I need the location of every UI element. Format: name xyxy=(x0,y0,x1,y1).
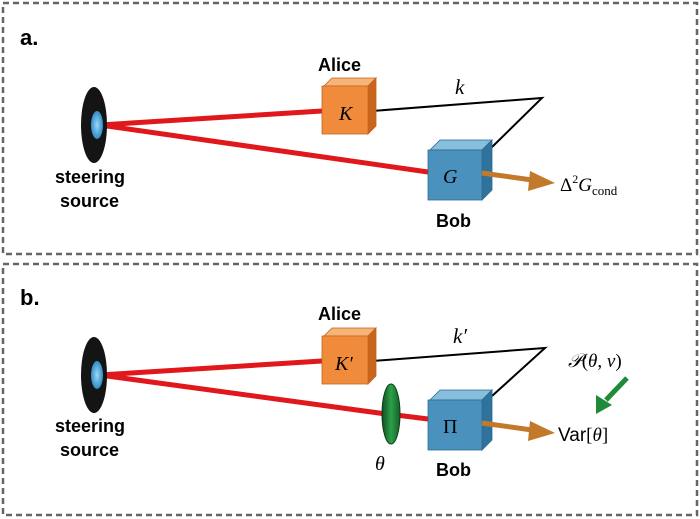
beam-to-phase-plate xyxy=(99,372,387,417)
link-label-k-prime: k′ xyxy=(453,324,467,348)
bob-symbol-G: G xyxy=(443,166,458,188)
phase-label-theta: θ xyxy=(375,453,385,475)
alice-label: Alice xyxy=(318,55,361,75)
source-label-line1: steering xyxy=(55,167,125,187)
alice-box xyxy=(321,327,377,385)
alice-symbol-K: K xyxy=(338,103,354,125)
output-variance-theta: Var[θ] xyxy=(558,425,608,446)
source-label-line2: source xyxy=(60,191,119,211)
alice-box xyxy=(321,77,377,135)
output-arrow xyxy=(481,420,555,441)
prior-distribution-label: 𝒫(θ, ν) xyxy=(568,351,622,372)
beam-to-bob xyxy=(99,122,429,175)
bob-symbol-Pi: Π xyxy=(443,416,457,438)
alice-label: Alice xyxy=(318,304,361,324)
output-conditional-variance: Δ2Gcond xyxy=(560,172,618,198)
panel-b-frame xyxy=(1,262,699,517)
link-label-k: k xyxy=(455,75,465,99)
bob-label: Bob xyxy=(436,460,471,480)
alice-symbol-K-prime: K′ xyxy=(334,353,353,375)
classical-link-k xyxy=(371,96,545,149)
phase-plate xyxy=(381,383,401,445)
panel-b-label: b. xyxy=(20,285,40,310)
bob-box xyxy=(427,389,493,451)
bob-label: Bob xyxy=(436,211,471,231)
beam-to-bob xyxy=(395,412,429,422)
steering-source xyxy=(81,337,107,413)
panel-a: a. k steering source K Alice G Bob xyxy=(1,1,699,256)
source-label-line2: source xyxy=(60,440,119,460)
output-arrow xyxy=(481,170,555,191)
classical-link-k-prime xyxy=(371,346,548,397)
prior-arrow xyxy=(596,376,629,414)
steering-source xyxy=(81,87,107,163)
bob-box xyxy=(427,139,493,201)
panel-b: b. k′ steering source K′ Alice θ xyxy=(1,262,699,517)
source-label-line1: steering xyxy=(55,416,125,436)
panel-a-label: a. xyxy=(20,25,38,50)
beam-to-alice xyxy=(99,108,323,128)
panel-a-frame xyxy=(1,1,699,256)
beam-to-alice xyxy=(99,358,323,378)
